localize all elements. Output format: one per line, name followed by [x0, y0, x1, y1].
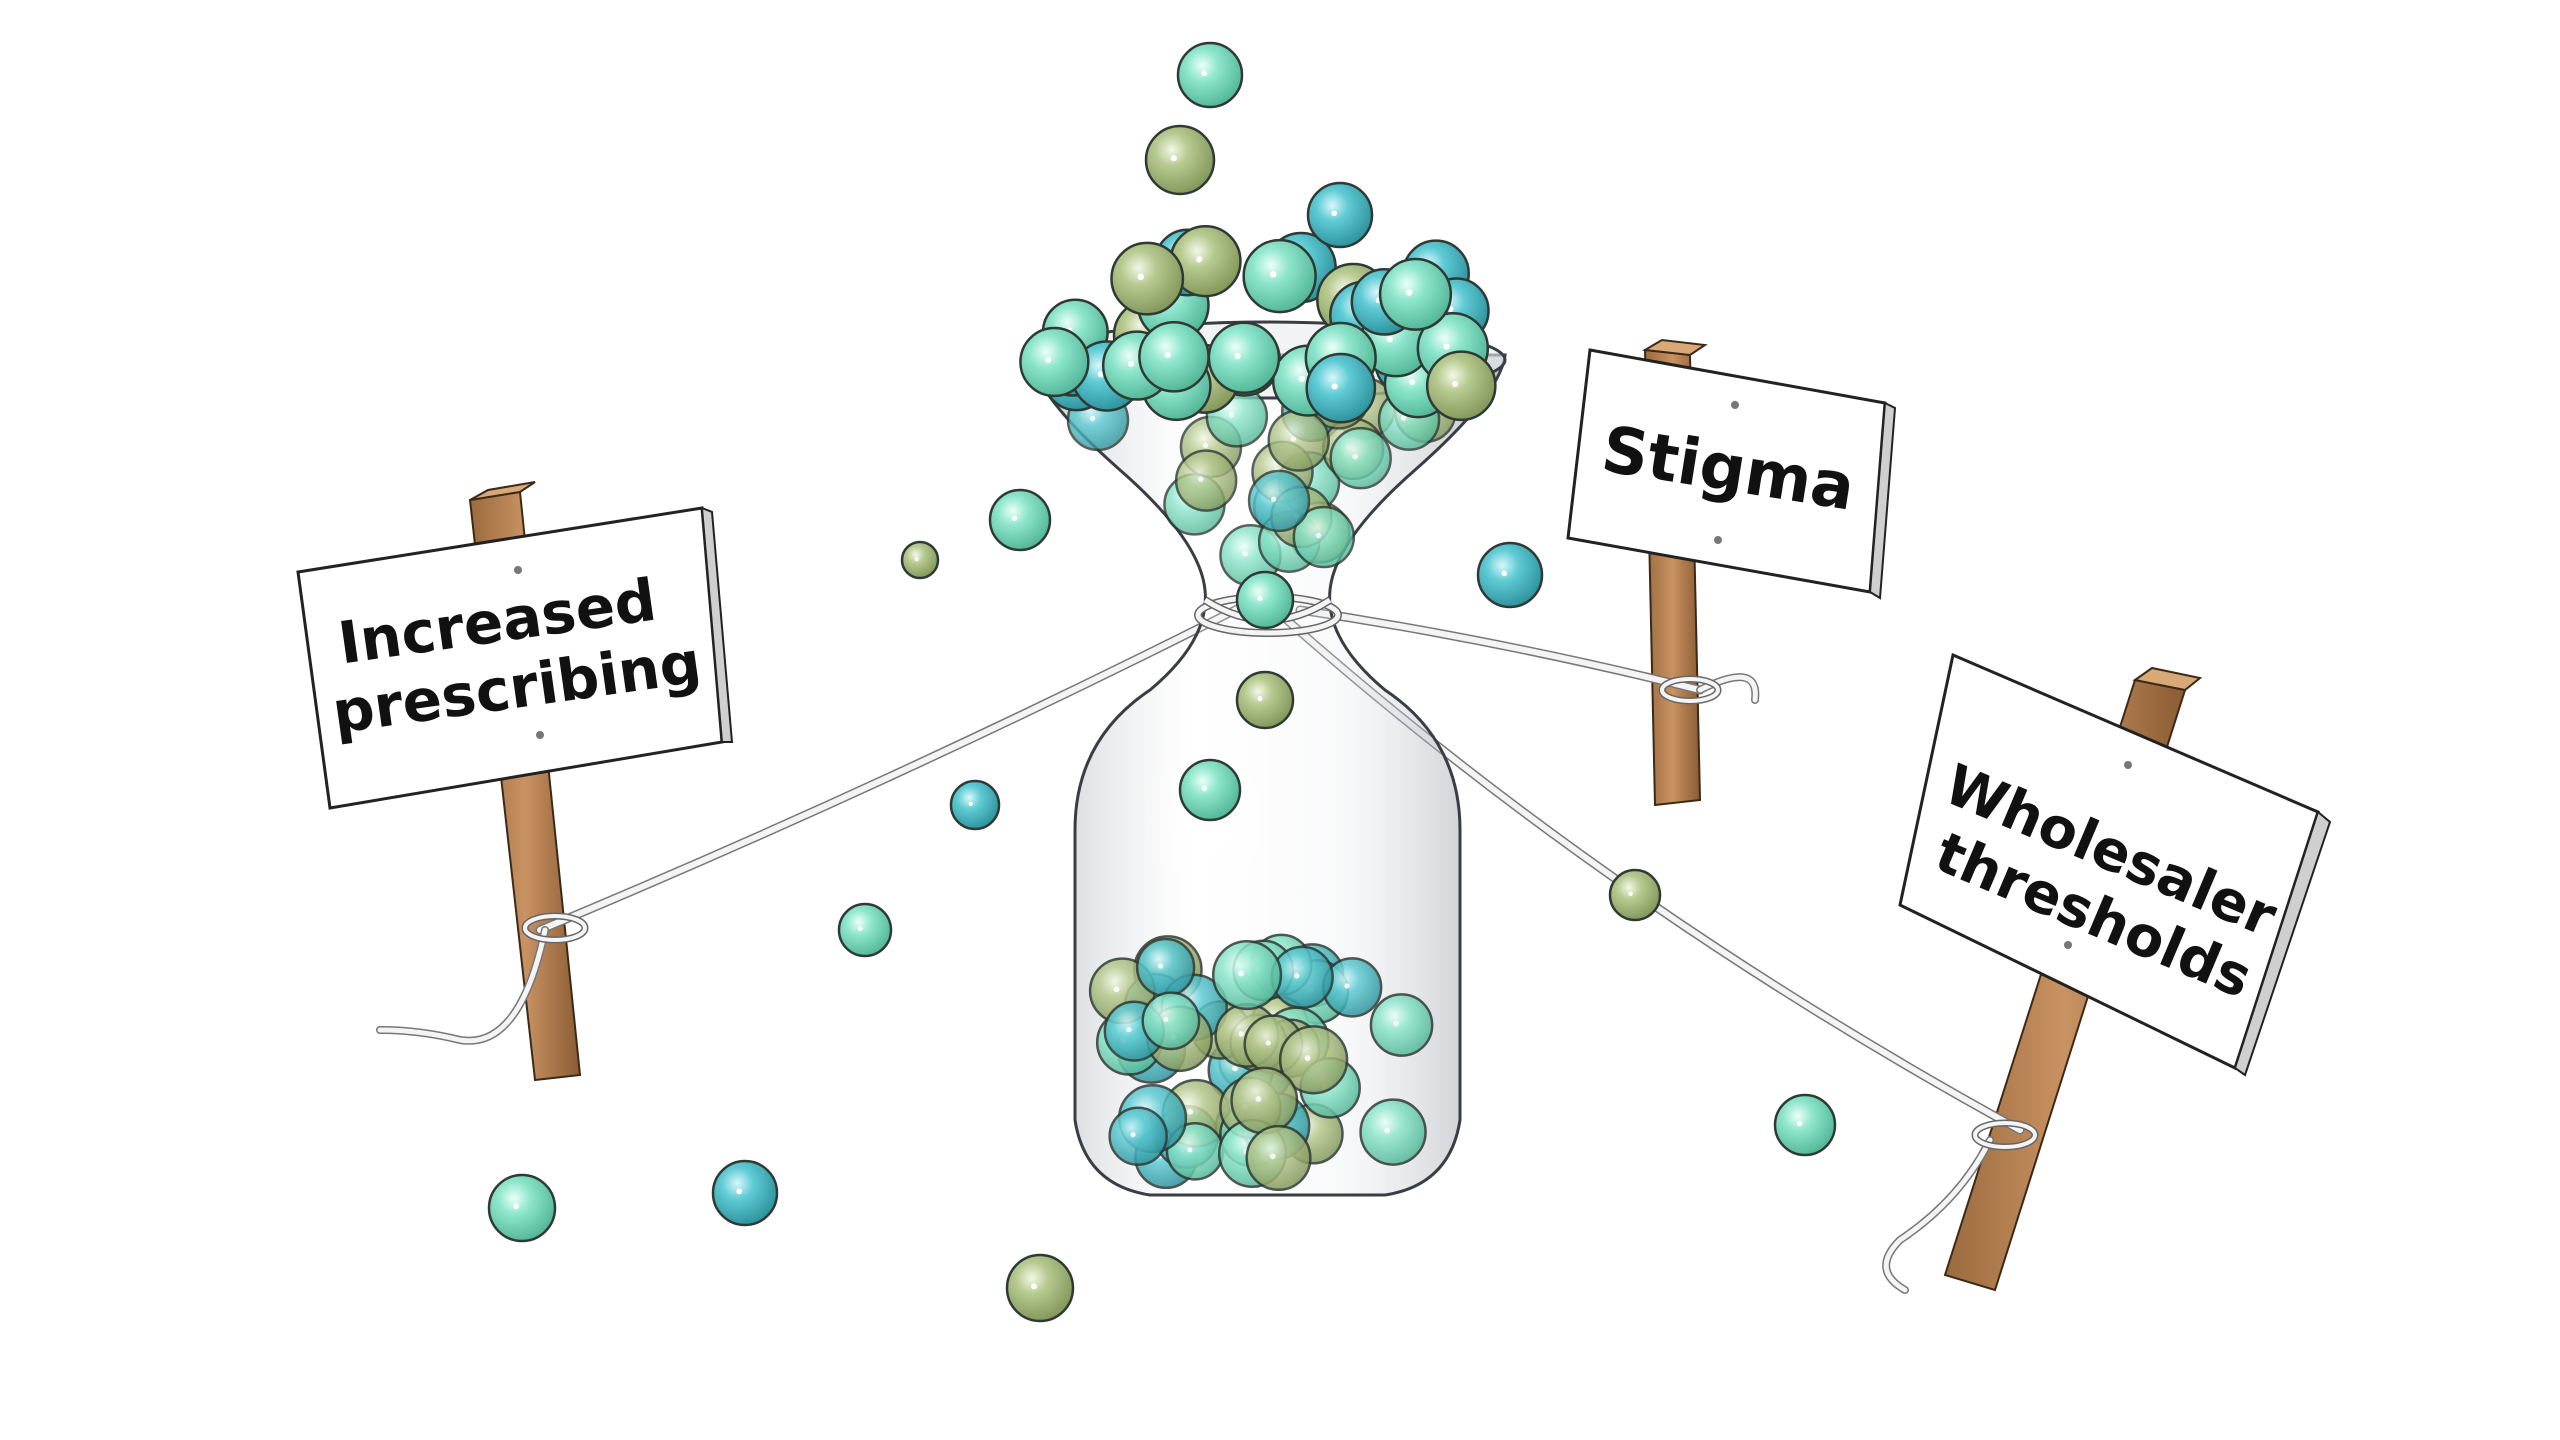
loose-ball [1005, 1253, 1075, 1323]
loose-ball [1608, 868, 1662, 922]
loose-ball [1235, 570, 1295, 630]
left-sign: Increased prescribing [296, 506, 734, 810]
funnel-ball [1247, 469, 1311, 533]
top-ball [1207, 321, 1281, 394]
loose-ball [487, 1173, 557, 1243]
loose-ball [1178, 758, 1242, 822]
right-sign: Wholesaler thresholds [1898, 652, 2332, 1077]
jar-ball [1108, 1106, 1168, 1166]
jar-ball [1359, 1098, 1427, 1166]
loose-ball [837, 902, 893, 958]
jar-ball [1245, 1124, 1312, 1192]
loose-ball [711, 1159, 779, 1227]
jar-ball [1141, 991, 1201, 1051]
top-ball [1425, 350, 1497, 422]
funnel-ball [1174, 449, 1238, 512]
loose-ball [900, 540, 940, 580]
top-ball [1242, 238, 1317, 314]
jar-ball [1135, 937, 1196, 998]
jar-ball [1230, 1066, 1299, 1135]
top-ball [1019, 326, 1090, 398]
top-ball [1305, 352, 1377, 424]
loose-ball [1773, 1093, 1837, 1157]
balls-inside-jar [1066, 367, 1457, 1192]
jar-ball [1270, 945, 1334, 1009]
loose-ball [1306, 181, 1374, 249]
top-ball [1138, 320, 1210, 393]
loose-ball [1235, 670, 1295, 730]
balls-overflowing-top [1019, 225, 1497, 424]
funnel-ball [1267, 409, 1330, 472]
rope-knots [521, 675, 2039, 1151]
loose-ball [1144, 124, 1216, 196]
funnel-ball [1329, 426, 1392, 490]
balls-scattered [487, 41, 1837, 1323]
jar-ball [1369, 993, 1434, 1057]
loose-ball [1176, 41, 1244, 109]
jar-ball [1211, 940, 1283, 1011]
middle-sign: Stigma [1566, 348, 1897, 600]
loose-ball [1476, 541, 1544, 609]
funnel-ball [1292, 505, 1356, 569]
jar-ball [1278, 1025, 1349, 1095]
loose-ball [949, 779, 1001, 831]
top-ball [1378, 257, 1453, 331]
loose-ball [988, 488, 1052, 552]
top-ball [1110, 241, 1185, 316]
